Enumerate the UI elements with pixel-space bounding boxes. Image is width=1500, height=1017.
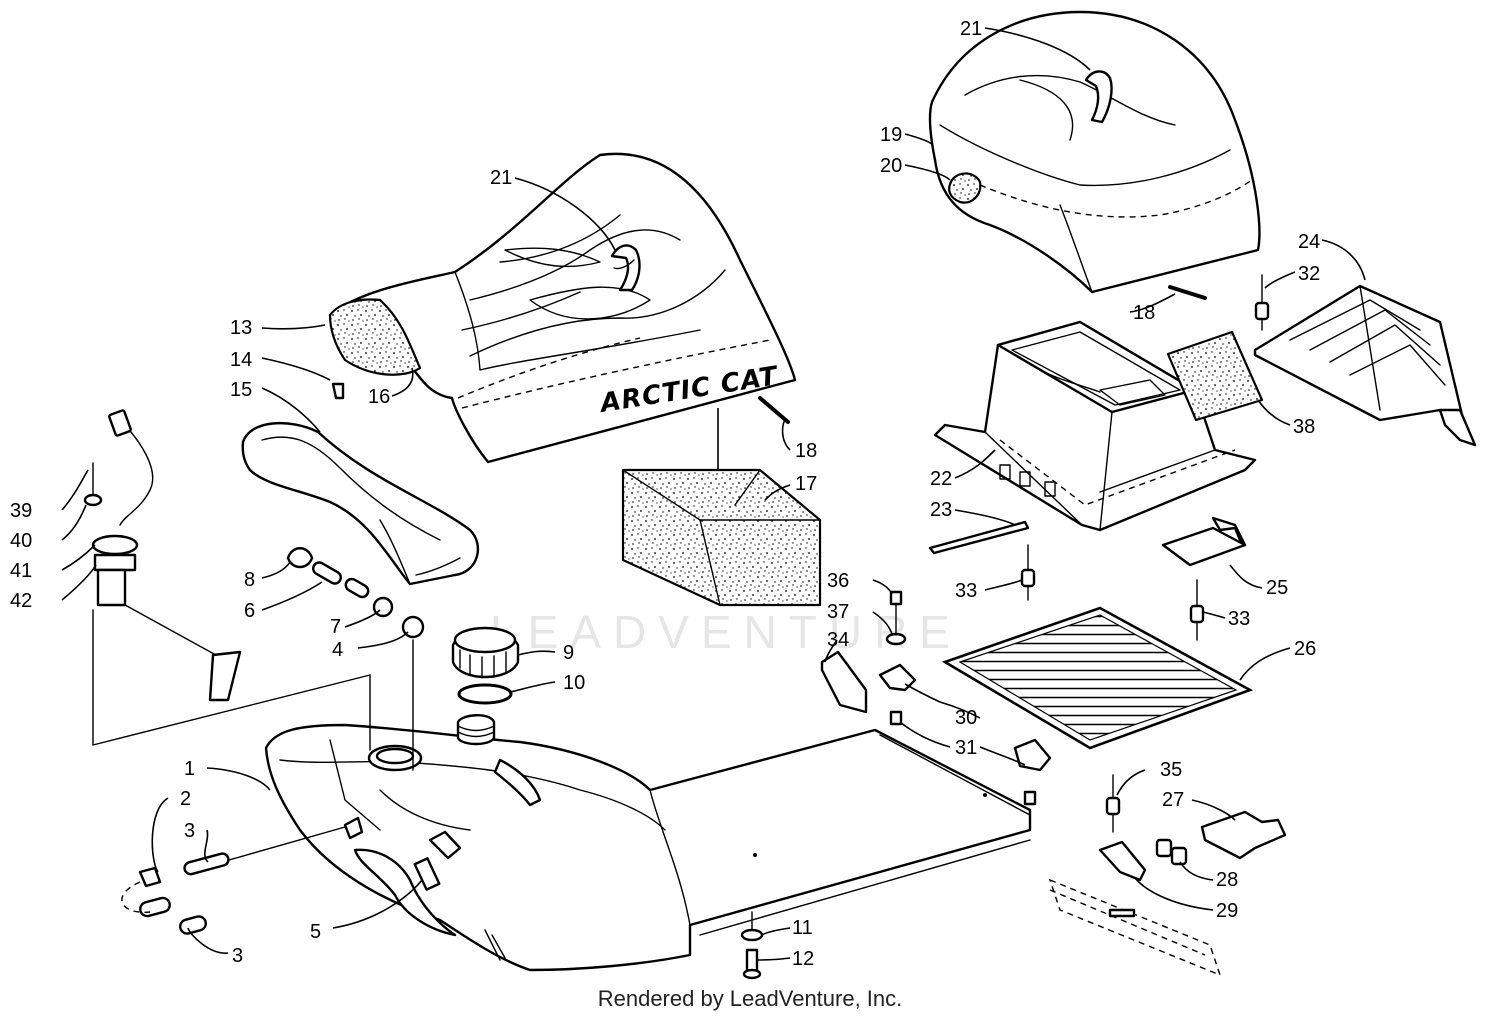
callout-10: 10 (563, 672, 585, 694)
render-credit: Rendered by LeadVenture, Inc. (597, 986, 903, 1011)
seat-front-panel (241, 421, 480, 586)
pin-18-lower (758, 396, 790, 424)
callout-17: 17 (795, 473, 817, 495)
callout-39: 39 (10, 500, 32, 522)
seat-strap-handle (610, 244, 641, 292)
callout-24: 24 (1298, 231, 1320, 253)
latch-bracket (1161, 516, 1247, 567)
hinges (820, 650, 1052, 772)
callout-8: 8 (244, 569, 255, 591)
callout-40: 40 (10, 530, 32, 552)
callout-14: 14 (230, 349, 252, 371)
callout-19: 19 (880, 124, 902, 146)
gasket-panel (1166, 330, 1264, 422)
callout-33: 33 (1228, 608, 1250, 630)
fuel-cap (451, 626, 520, 679)
callout-33: 33 (955, 580, 977, 602)
seat-clip (331, 382, 345, 400)
callout-23: 23 (930, 499, 952, 521)
rear-seat (928, 10, 1261, 294)
callout-27: 27 (1162, 789, 1184, 811)
callout-15: 15 (230, 379, 252, 401)
foam-block (621, 468, 822, 607)
seat: ARCTIC CAT (328, 152, 797, 464)
callout-22: 22 (930, 468, 952, 490)
callout-38: 38 (1293, 416, 1315, 438)
fasteners (885, 274, 1270, 833)
callout-26: 26 (1294, 638, 1316, 660)
callout-42: 42 (10, 590, 32, 612)
callout-34: 34 (827, 629, 849, 651)
callout-1: 1 (184, 758, 195, 780)
callout-6: 6 (244, 600, 255, 622)
callout-32: 32 (1298, 263, 1320, 285)
fuel-line-parts (286, 547, 425, 771)
callout-3: 3 (184, 820, 195, 842)
fuel-level-sender (83, 409, 371, 751)
watermark: LEADVENTURE (490, 606, 962, 658)
callout-5: 5 (310, 921, 321, 943)
callout-25: 25 (1266, 577, 1288, 599)
callout-37: 37 (827, 601, 849, 623)
floor-mat (941, 606, 1254, 750)
callout-30: 30 (955, 707, 977, 729)
rear-tray (1253, 284, 1477, 447)
callout-28: 28 (1216, 869, 1238, 891)
callout-41: 41 (10, 560, 32, 582)
callout-11: 11 (792, 917, 813, 939)
pin-18-upper (1168, 285, 1207, 300)
leader-lines (61, 27, 1366, 961)
cap-gasket (457, 683, 513, 705)
callout-31: 31 (955, 737, 977, 759)
callout-13: 13 (230, 317, 252, 339)
fuel-tank (264, 714, 1032, 972)
callout-21: 21 (960, 18, 982, 40)
callout-18: 18 (1133, 302, 1155, 324)
callout-9: 9 (563, 642, 574, 664)
callout-4: 4 (332, 639, 343, 661)
strap (928, 520, 1030, 555)
rear-seat-strap-handle (1084, 70, 1113, 124)
callout-29: 29 (1216, 900, 1238, 922)
callout-36: 36 (827, 570, 849, 592)
storage-box (933, 320, 1257, 532)
latch-assembly (1048, 810, 1287, 977)
callout-21: 21 (490, 167, 512, 189)
callout-3: 3 (232, 945, 243, 967)
callout-12: 12 (792, 948, 814, 970)
callout-18: 18 (795, 440, 817, 462)
callout-numbers: 1 2 3 3 4 5 6 7 8 9 10 11 12 13 14 15 16… (10, 18, 1320, 970)
callout-20: 20 (880, 155, 902, 177)
callout-7: 7 (330, 616, 341, 638)
callout-16: 16 (368, 386, 390, 408)
washer-and-bolt (740, 911, 764, 980)
callout-35: 35 (1160, 759, 1182, 781)
callout-2: 2 (180, 788, 191, 810)
